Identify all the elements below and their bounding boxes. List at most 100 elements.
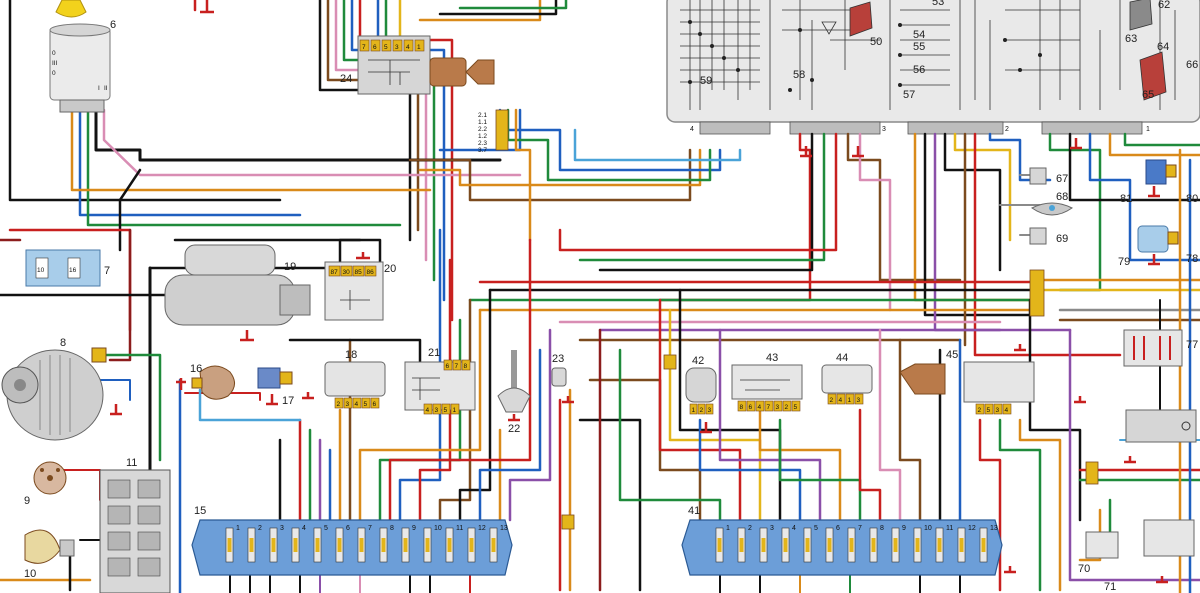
svg-text:1: 1 (1146, 126, 1150, 133)
block15-fuse-number: 9 (412, 525, 416, 532)
block41-fuse-number: 4 (792, 525, 796, 532)
label-55: 55 (913, 41, 925, 53)
svg-text:4: 4 (1005, 407, 1009, 414)
svg-text:6: 6 (373, 44, 377, 51)
label-54: 54 (913, 29, 925, 41)
block15-fuse-11: 11 (445, 525, 463, 563)
label-67: 67 (1056, 173, 1068, 185)
c43-pin: 4 (755, 400, 765, 412)
block41-fuse-5: 5 (803, 525, 818, 563)
sensor-16: 16 (190, 363, 235, 400)
distributor-9: 9 (24, 461, 67, 507)
svg-text:2: 2 (337, 401, 341, 408)
c44-pin: 3 (854, 393, 864, 405)
label-59: 59 (700, 75, 712, 87)
label-9: 9 (24, 495, 30, 507)
block15-fuse-9: 9 (401, 525, 416, 563)
block41-fuse-8: 8 (869, 525, 884, 563)
svg-text:30: 30 (343, 269, 351, 276)
c45-pin: 2 (975, 403, 985, 415)
panel-connector-1: 1 (1041, 121, 1150, 135)
c44-pin: 2 (827, 393, 837, 405)
svg-text:5: 5 (987, 407, 991, 414)
c43-pin: 2 (782, 400, 792, 412)
label-16: 16 (190, 363, 202, 375)
block41-fuse-number: 10 (924, 525, 932, 532)
svg-text:4: 4 (839, 397, 843, 404)
svg-text:6: 6 (373, 401, 377, 408)
block41-fuse-3: 3 (759, 525, 774, 563)
svg-text:5: 5 (364, 401, 368, 408)
c42-pin: 1 (689, 403, 698, 415)
c21-bottom-pin: 5 (441, 403, 451, 415)
svg-text:2.2: 2.2 (478, 126, 487, 133)
label-20: 20 (384, 263, 396, 275)
c18-pin: 4 (352, 397, 362, 409)
label-68: 68 (1056, 191, 1068, 203)
block15-fuse-number: 1 (236, 525, 240, 532)
svg-text:2.3: 2.3 (478, 140, 487, 147)
label-18: 18 (345, 349, 357, 361)
instrument-panel: 50 53 54 55 56 57 58 59 62 63 64 65 66 4… (666, 0, 1200, 135)
label-19: 19 (284, 261, 296, 273)
svg-text:85: 85 (355, 269, 363, 276)
block41-fuse-number: 3 (770, 525, 774, 532)
label-62: 62 (1158, 0, 1170, 11)
label-22: 22 (508, 423, 520, 435)
label-17: 17 (282, 395, 294, 407)
svg-text:3.7: 3.7 (478, 147, 487, 154)
relay-70: 70 (1078, 531, 1119, 575)
svg-text:1.2: 1.2 (478, 133, 487, 140)
c20-pin: 30 (340, 265, 353, 277)
svg-text:10: 10 (37, 267, 45, 274)
sensor-23: 23 (551, 353, 567, 387)
label-21: 21 (428, 347, 440, 359)
svg-text:6: 6 (446, 363, 450, 370)
lamp-69: 69 (1029, 227, 1068, 245)
block41-fuse-number: 7 (858, 525, 862, 532)
connector-stack-block: 2.1 1.1 2.2 1.2 2.3 3.7 (478, 109, 509, 154)
block15-fuse-number: 13 (500, 525, 508, 532)
svg-text:2: 2 (830, 397, 834, 404)
label-24: 24 (340, 73, 352, 85)
block15-fuse-4: 4 (291, 525, 306, 563)
svg-text:86: 86 (367, 269, 375, 276)
sensor-79: 79 (1118, 225, 1179, 268)
c21-top-pin: 7 (452, 359, 462, 371)
label-65: 65 (1142, 89, 1154, 101)
c20-pin: 87 (328, 265, 341, 277)
c18-pin: 2 (334, 397, 344, 409)
svg-text:8: 8 (464, 363, 468, 370)
svg-text:4: 4 (426, 407, 430, 414)
svg-text:5: 5 (444, 407, 448, 414)
svg-text:7: 7 (362, 44, 366, 51)
block15-fuse-number: 7 (368, 525, 372, 532)
block15-fuse-7: 7 (357, 525, 372, 563)
label-70: 70 (1078, 563, 1090, 575)
relay-71: 71 (1104, 519, 1195, 593)
block15-fuse-number: 2 (258, 525, 262, 532)
label-44: 44 (836, 352, 848, 364)
svg-text:7: 7 (455, 363, 459, 370)
block15-fuse-number: 11 (456, 525, 463, 532)
block41-fuse-9: 9 (891, 525, 906, 563)
panel-connector-4: 4 (690, 121, 771, 135)
c18-pin: 5 (361, 397, 371, 409)
block41-fuse-number: 8 (880, 525, 884, 532)
svg-text:1: 1 (453, 407, 457, 414)
svg-text:1: 1 (417, 44, 421, 51)
label-15: 15 (194, 505, 206, 517)
svg-text:3: 3 (435, 407, 439, 414)
block15-fuse-number: 3 (280, 525, 284, 532)
label-77: 77 (1186, 339, 1198, 351)
c42-pin: 2 (697, 403, 706, 415)
block41-fuse-6: 6 (825, 525, 840, 563)
svg-text:II: II (104, 85, 108, 92)
svg-text:3: 3 (996, 407, 1000, 414)
label-6: 6 (110, 19, 116, 31)
block15-fuse-5: 5 (313, 525, 328, 563)
label-69: 69 (1056, 233, 1068, 245)
